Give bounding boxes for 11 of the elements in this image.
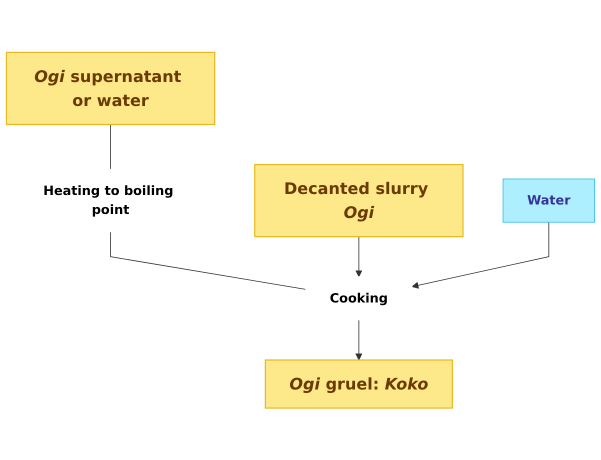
node-box: Ogi supernatant or water: [6, 52, 216, 125]
connector: [110, 124, 111, 170]
arrow: [355, 319, 362, 360]
node-text: Cooking: [330, 290, 388, 306]
node-text: Heating to boiling point: [43, 182, 174, 218]
arrow: [412, 222, 550, 288]
node-box: Decanted slurry Ogi: [254, 164, 464, 237]
connector: [110, 231, 306, 290]
node-box: Water: [502, 178, 595, 222]
arrow: [355, 236, 362, 277]
node-box: Ogi gruel: Koko: [264, 359, 453, 408]
